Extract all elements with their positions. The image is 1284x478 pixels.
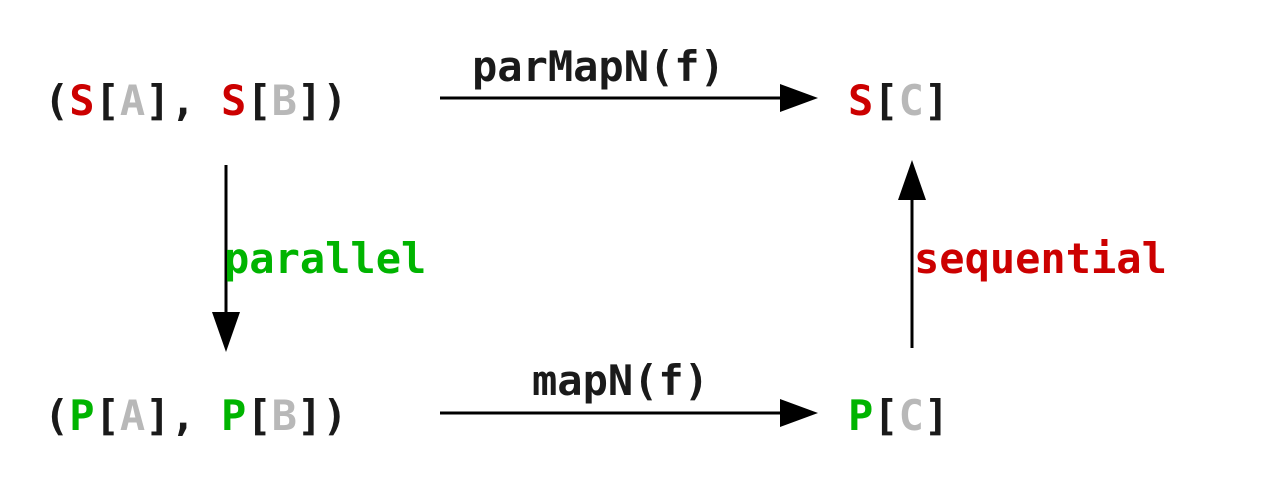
bottom-right-part-text: [ xyxy=(873,391,899,440)
edge-right-arrow xyxy=(898,160,926,348)
edge-top-label: parMapN(f) xyxy=(472,42,725,91)
top-left-part-text: [ xyxy=(94,76,120,125)
top-left-part-type-param: A xyxy=(119,76,146,125)
bottom-left-part-text: ], xyxy=(145,391,222,440)
top-left-part-type-param: B xyxy=(271,76,297,125)
bottom-left-part-type-param: A xyxy=(119,391,146,440)
node-top-left: (S[A], S[B]) xyxy=(44,80,348,122)
bottom-left-part-text: [ xyxy=(94,391,120,440)
top-left-part-wrapper-s: S xyxy=(69,76,95,125)
node-top-right: S[C] xyxy=(848,80,949,122)
bottom-left-part-wrapper-p: P xyxy=(69,391,95,440)
bottom-left-part-text: ( xyxy=(44,391,70,440)
bottom-right-part-text: ] xyxy=(923,391,950,440)
bottom-left-part-type-param: B xyxy=(271,391,297,440)
top-left-part-text: ], xyxy=(145,76,222,125)
bottom-left-part-text: ]) xyxy=(296,391,348,440)
top-left-part-text: ( xyxy=(44,76,70,125)
top-right-part-text: ] xyxy=(923,76,950,125)
edge-left-label: parallel xyxy=(224,234,427,283)
top-left-part-text: ]) xyxy=(296,76,348,125)
edge-bottom-label: mapN(f) xyxy=(532,356,710,405)
bottom-right-part-type-param: C xyxy=(898,391,924,440)
top-right-part-wrapper-s: S xyxy=(848,76,874,125)
bottom-left-part-wrapper-p: P xyxy=(221,391,247,440)
top-left-part-text: [ xyxy=(246,76,272,125)
edge-top-arrow xyxy=(440,84,818,112)
node-bottom-left: (P[A], P[B]) xyxy=(44,395,348,437)
bottom-right-part-wrapper-p: P xyxy=(848,391,874,440)
top-right-part-text: [ xyxy=(873,76,899,125)
node-bottom-right: P[C] xyxy=(848,395,949,437)
bottom-left-part-text: [ xyxy=(246,391,272,440)
edge-left-arrow xyxy=(212,165,240,352)
top-right-part-type-param: C xyxy=(898,76,924,125)
top-left-part-wrapper-s: S xyxy=(221,76,247,125)
edge-right-label: sequential xyxy=(914,234,1167,283)
edge-bottom-arrow xyxy=(440,399,818,427)
